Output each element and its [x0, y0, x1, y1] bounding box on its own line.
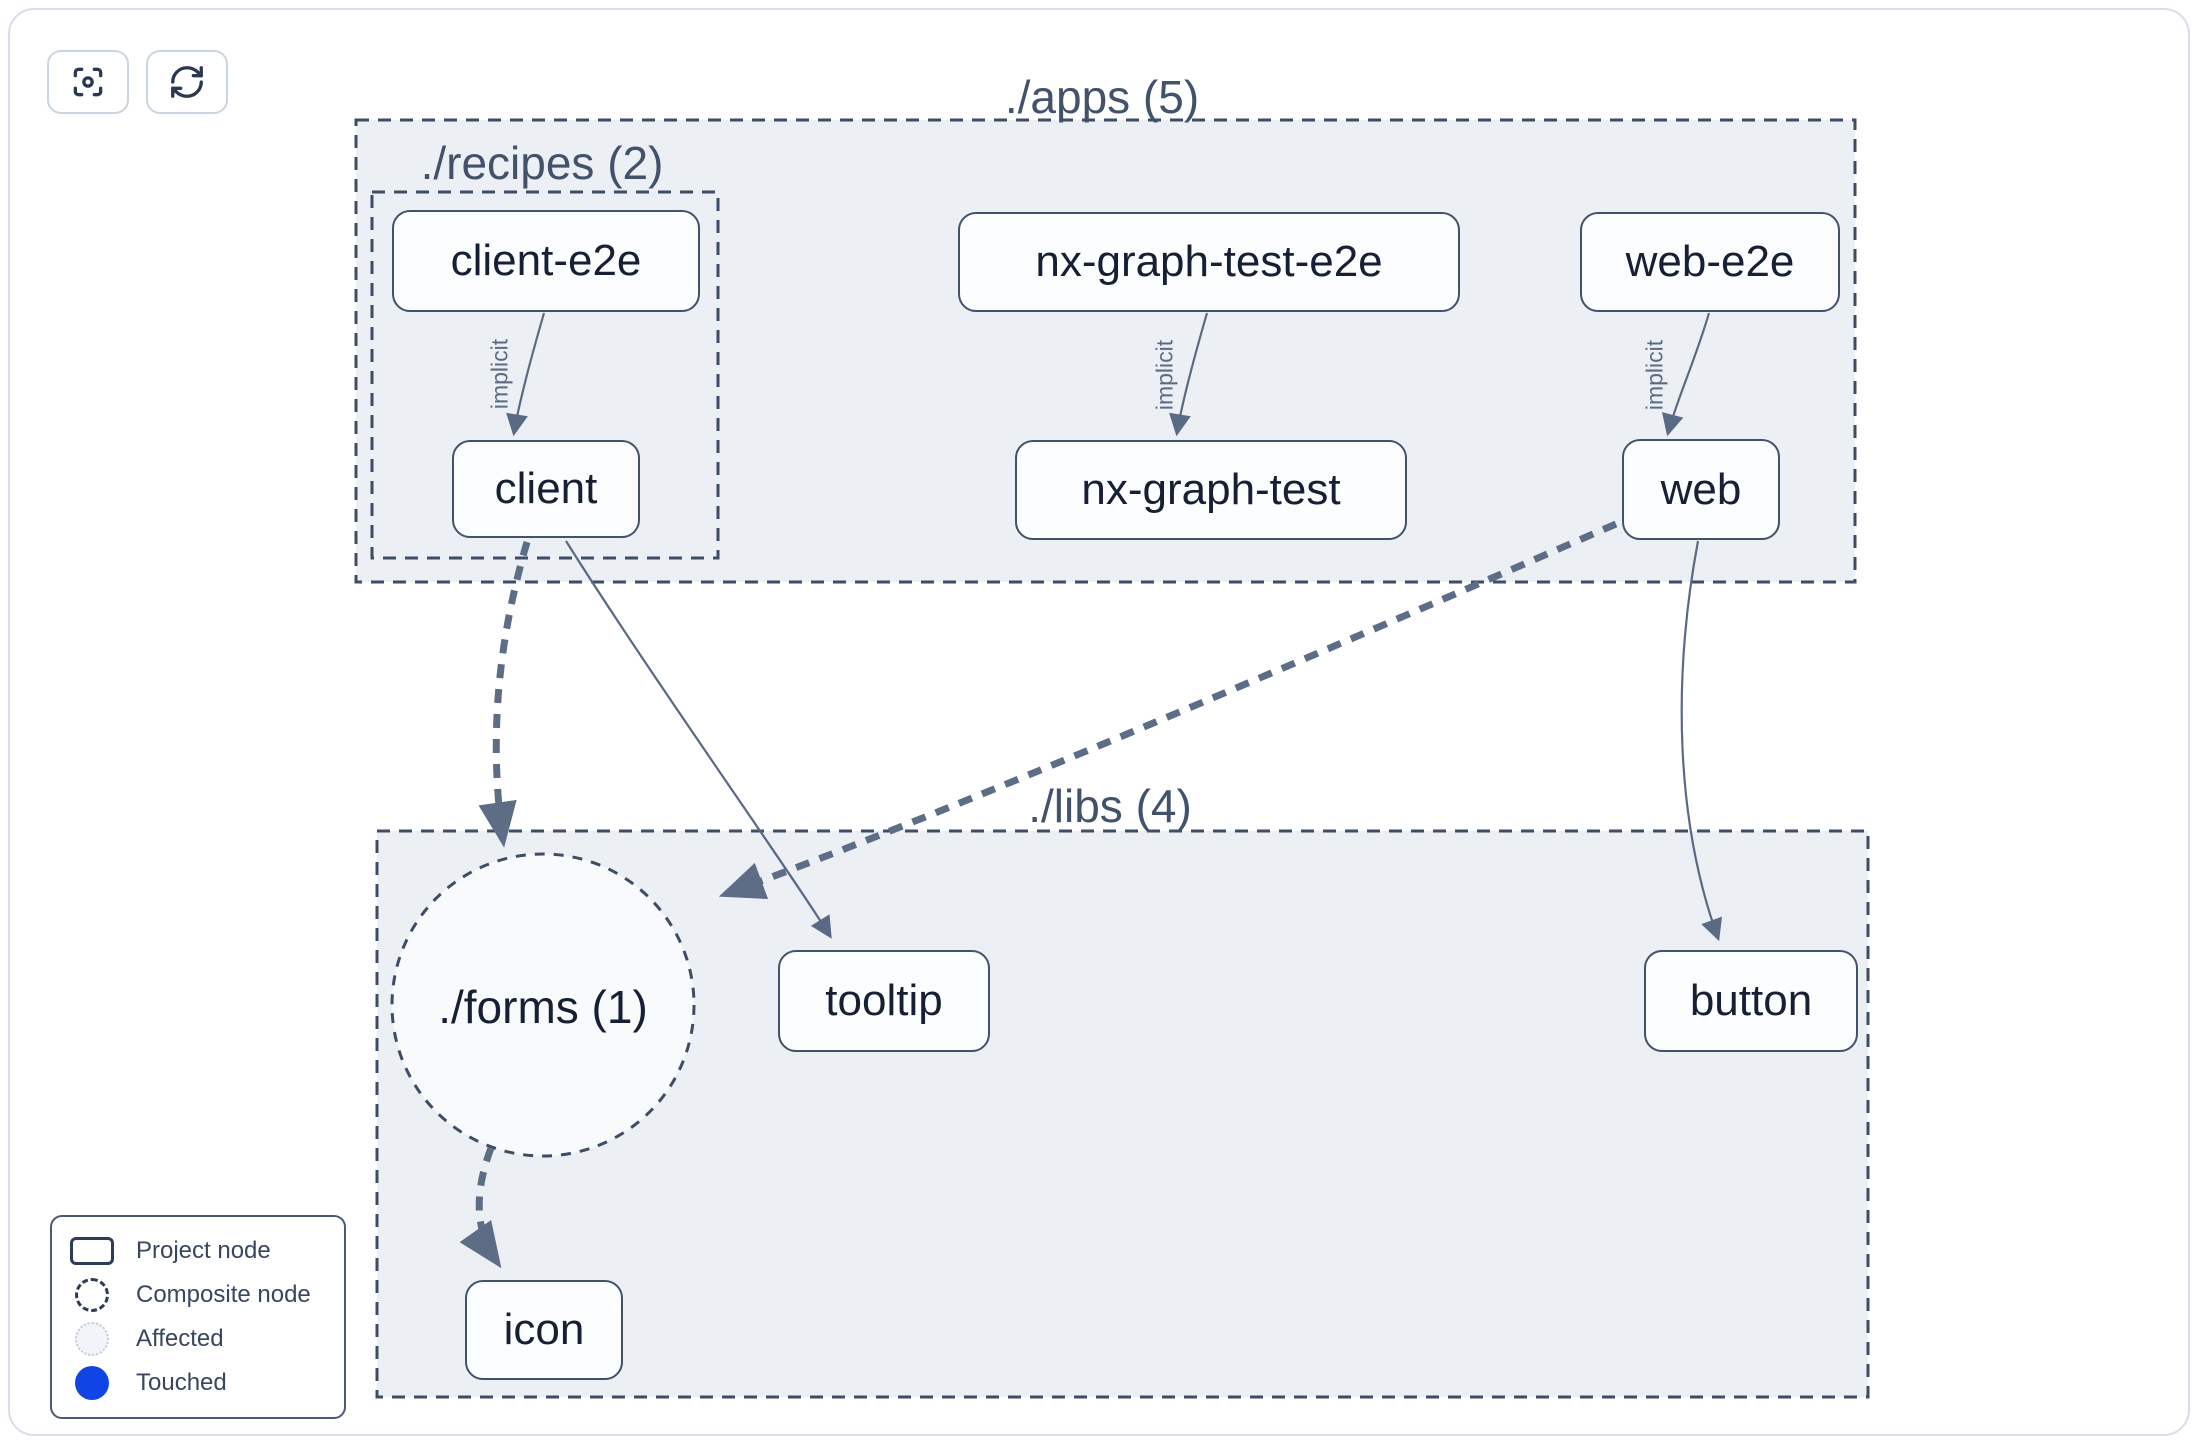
node-web[interactable]: web: [1622, 439, 1780, 540]
legend-label: Affected: [136, 1325, 224, 1352]
edge-nx-graph-test-e2e-nx-graph-test: [1169, 312, 1209, 437]
node-client-e2e[interactable]: client-e2e: [392, 210, 700, 312]
legend-panel: Project node Composite node Affected Tou…: [50, 1215, 346, 1419]
apps-group-title[interactable]: ./apps (5): [1004, 71, 1200, 123]
touched-swatch: [68, 1366, 116, 1400]
node-button[interactable]: button: [1644, 950, 1858, 1052]
edge-client-tooltip: [565, 540, 832, 939]
legend-item-touched: Touched: [68, 1361, 328, 1405]
edge-label-implicit: implicit: [1641, 339, 1668, 411]
legend-item-project-node: Project node: [68, 1229, 328, 1273]
legend-item-composite-node: Composite node: [68, 1273, 328, 1317]
node-nx-graph-test[interactable]: nx-graph-test: [1015, 440, 1407, 540]
edge-label-implicit: implicit: [1151, 339, 1178, 411]
edge-client-e2e-client: [506, 312, 546, 437]
node-web-e2e[interactable]: web-e2e: [1580, 212, 1840, 312]
edge-web-e2e-web: [1662, 312, 1711, 437]
forms-composite-node[interactable]: [390, 852, 696, 1158]
edge-client-forms: [478, 541, 531, 848]
node-client[interactable]: client: [452, 440, 640, 538]
recipes-group-title[interactable]: ./recipes (2): [420, 137, 664, 189]
graph-canvas: ./apps (5) ./recipes (2) ./libs (4) ./fo…: [8, 8, 2190, 1436]
edge-forms-icon: [459, 1146, 502, 1269]
forms-composite-label[interactable]: ./forms (1): [438, 981, 648, 1033]
refresh-icon: [168, 63, 206, 101]
refresh-graph-button[interactable]: [146, 50, 228, 114]
edge-label-implicit: implicit: [486, 338, 513, 410]
legend-label: Project node: [136, 1237, 271, 1264]
libs-group-title[interactable]: ./libs (4): [1028, 780, 1192, 832]
node-icon[interactable]: icon: [465, 1280, 623, 1380]
project-node-swatch: [68, 1237, 116, 1265]
edge-web-button: [1680, 540, 1722, 942]
edge-web-forms: [718, 520, 1618, 900]
affected-swatch: [68, 1322, 116, 1356]
recipes-group-outline[interactable]: [370, 190, 720, 560]
node-tooltip[interactable]: tooltip: [778, 950, 990, 1052]
node-nx-graph-test-e2e[interactable]: nx-graph-test-e2e: [958, 212, 1460, 312]
focus-icon: [69, 63, 107, 101]
legend-label: Touched: [136, 1369, 227, 1396]
focus-graph-button[interactable]: [47, 50, 129, 114]
legend-label: Composite node: [136, 1281, 311, 1308]
composite-node-swatch: [68, 1278, 116, 1312]
legend-item-affected: Affected: [68, 1317, 328, 1361]
